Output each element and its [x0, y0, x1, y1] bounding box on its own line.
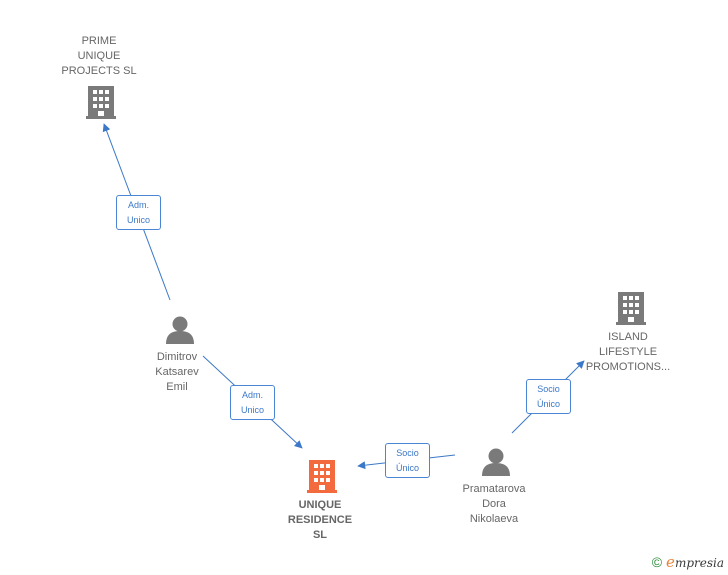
- edge-label-line: Socio: [537, 384, 560, 394]
- label-line: Dimitrov: [156, 351, 198, 363]
- building-icon[interactable]: [86, 86, 116, 119]
- label-line: ISLAND: [608, 331, 648, 343]
- person-icon[interactable]: [166, 316, 194, 345]
- node-label-pramatarova[interactable]: Pramatarova Dora Nikolaeva: [446, 482, 542, 527]
- copyright-icon: ©: [651, 554, 663, 570]
- edge-label-socio-unico-unique[interactable]: Socio Único: [385, 443, 430, 478]
- label-line: Dora: [482, 498, 506, 510]
- edge-label-line: Unico: [126, 215, 150, 225]
- label-line: PRIME: [81, 35, 117, 47]
- building-icon[interactable]: [307, 460, 337, 493]
- node-label-island-lifestyle[interactable]: ISLAND LIFESTYLE PROMOTIONS...: [576, 330, 680, 375]
- label-line: UNIQUE: [298, 499, 342, 511]
- edge-label-socio-unico-island[interactable]: Socio Único: [526, 379, 571, 414]
- label-line: Nikolaeva: [469, 513, 519, 525]
- edge-label-adm-unico-prime[interactable]: Adm. Unico: [116, 195, 161, 230]
- empresia-logo-text: mpresia: [674, 556, 724, 570]
- empresia-logo-initial: e: [666, 553, 675, 571]
- edge-label-line: Único: [395, 463, 419, 473]
- label-line: UNIQUE: [77, 50, 121, 62]
- label-line: Katsarev: [155, 366, 199, 378]
- node-label-prime-unique-projects[interactable]: PRIME UNIQUE PROJECTS SL: [44, 34, 154, 79]
- label-line: Emil: [166, 381, 188, 393]
- label-line: LIFESTYLE: [598, 346, 658, 358]
- edge-label-line: Adm.: [241, 390, 263, 400]
- edge-label-adm-unico-unique[interactable]: Adm. Unico: [230, 385, 275, 420]
- edge-label-line: Socio: [396, 448, 419, 458]
- empresia-credit[interactable]: © empresia: [652, 553, 724, 571]
- building-icon[interactable]: [616, 292, 646, 325]
- person-icon[interactable]: [482, 448, 510, 477]
- label-line: PROJECTS SL: [61, 65, 137, 77]
- label-line: PROMOTIONS...: [585, 361, 671, 373]
- label-line: RESIDENCE: [287, 514, 353, 526]
- label-line: Pramatarova: [462, 483, 526, 495]
- edge-label-line: Unico: [240, 405, 264, 415]
- node-label-unique-residence[interactable]: UNIQUE RESIDENCE SL: [266, 498, 374, 543]
- node-label-dimitrov[interactable]: Dimitrov Katsarev Emil: [132, 350, 222, 395]
- edge-label-line: Único: [536, 399, 560, 409]
- label-line: SL: [312, 529, 328, 541]
- edge-label-line: Adm.: [127, 200, 149, 210]
- empresia-logo: empresia: [666, 553, 724, 571]
